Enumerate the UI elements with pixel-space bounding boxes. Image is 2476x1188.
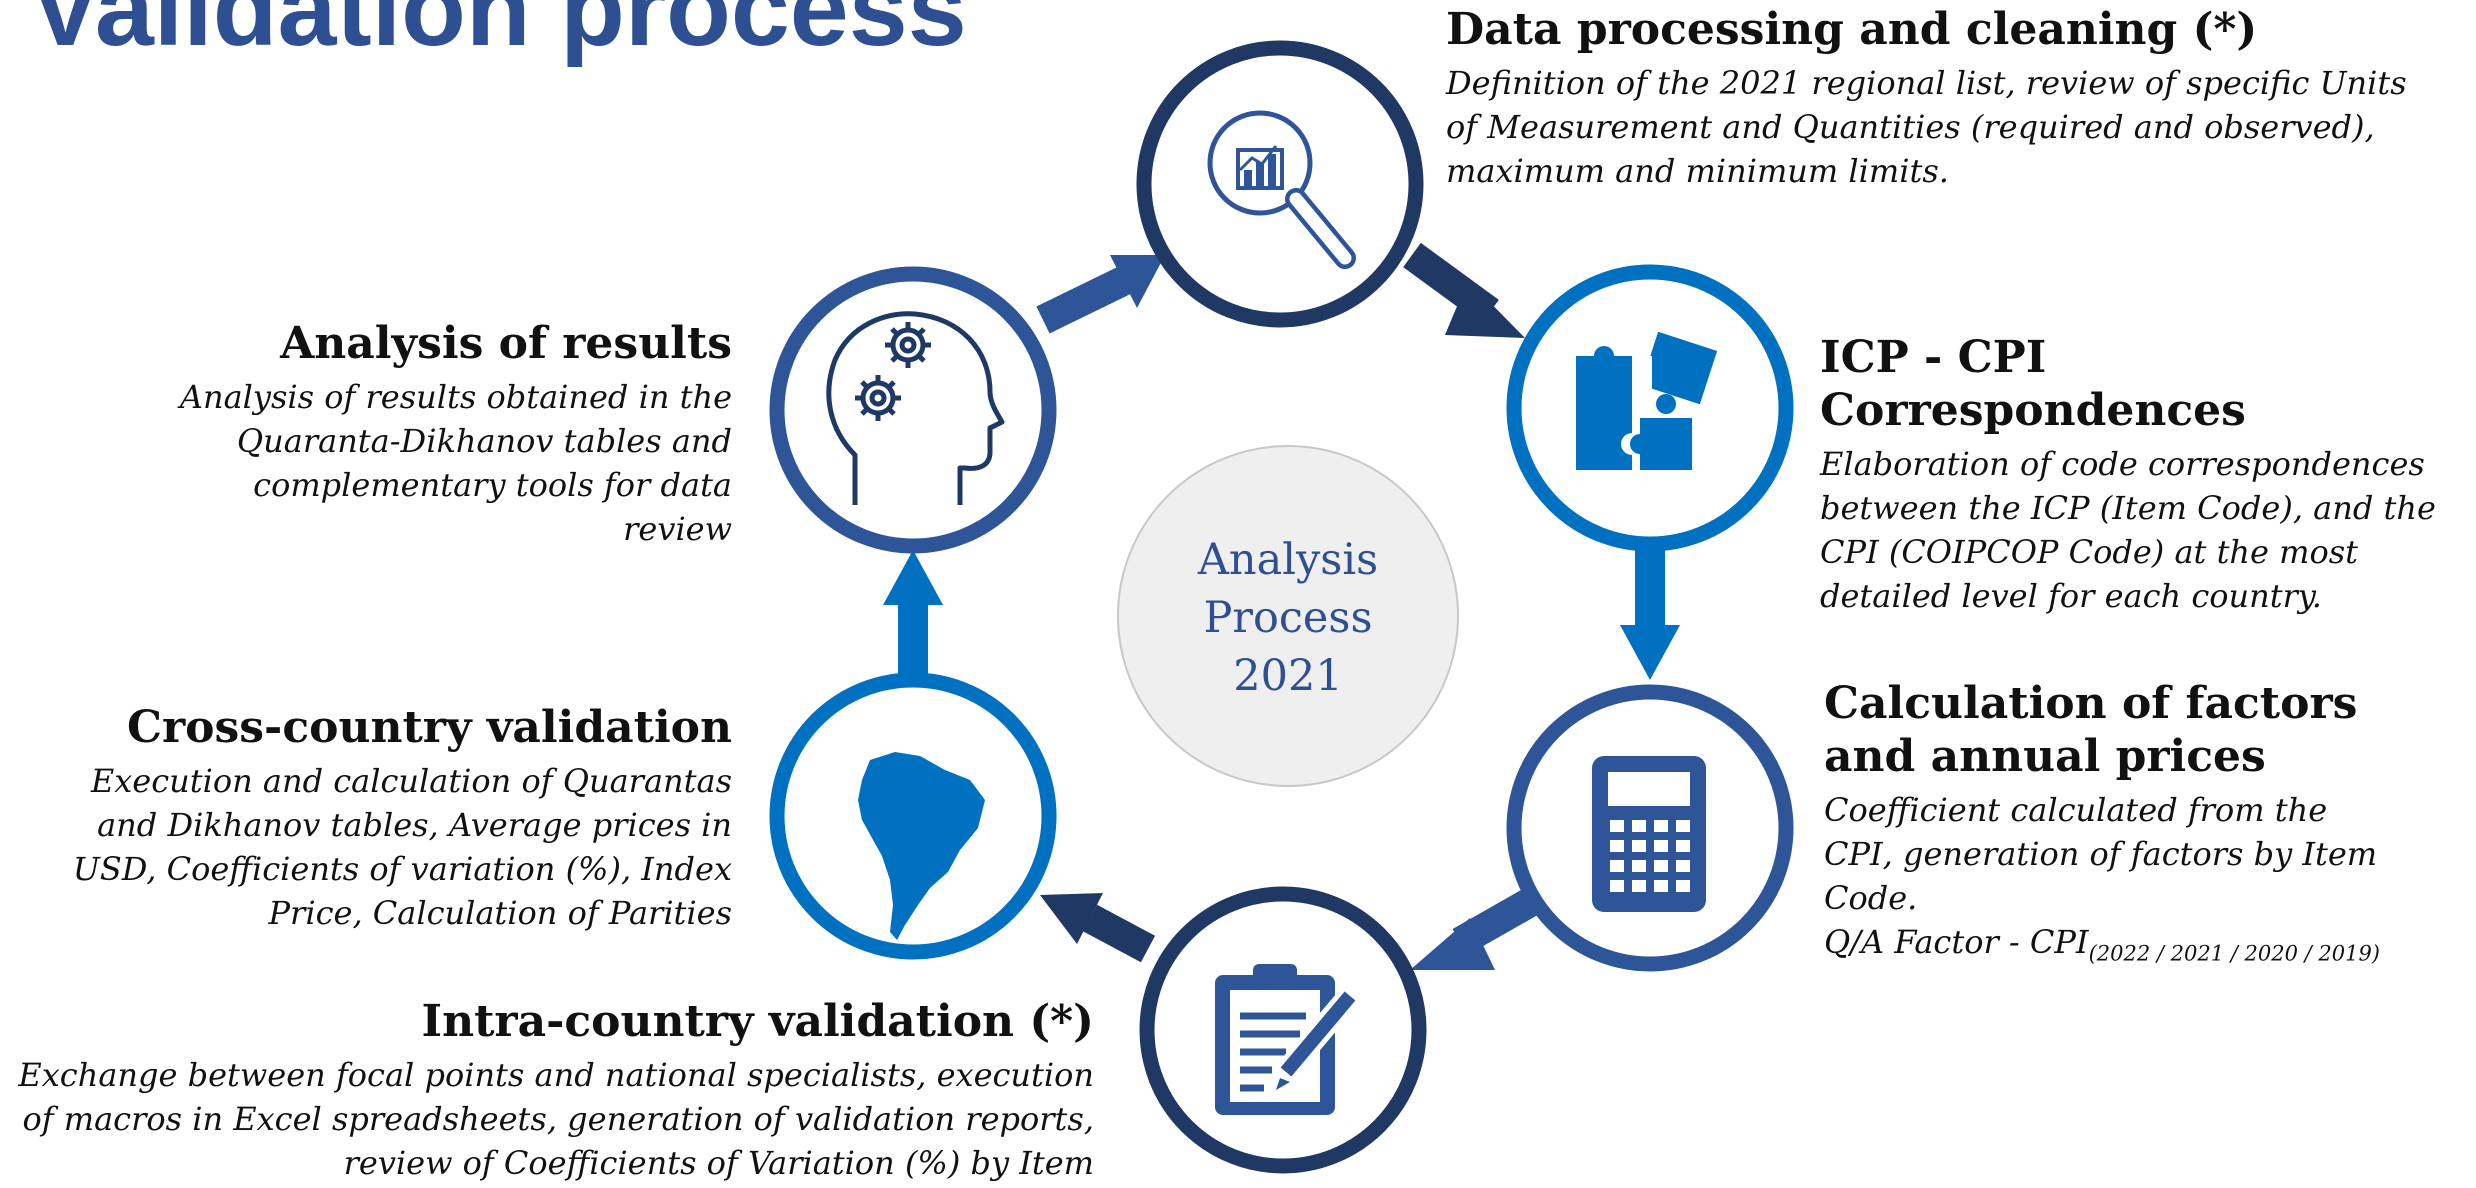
step-intra-country: Intra-country validation (*) Exchange be…: [4, 996, 1094, 1185]
calculator-icon: [1592, 756, 1706, 912]
step-cross-country: Cross-country validation Execution and c…: [52, 702, 732, 935]
step-analysis: Analysis of results Analysis of results …: [152, 318, 732, 551]
center-label-line3: 2021: [1233, 651, 1343, 702]
arrow-data-processing-to-icp: [1403, 242, 1525, 338]
arrow-factors-to-intra: [1410, 887, 1540, 970]
center-label: Analysis Process 2021: [1115, 448, 1461, 788]
step-description: Definition of the 2021 regional list, re…: [1446, 63, 2407, 191]
page-title: Validation process: [30, 0, 967, 68]
center-circle: [1117, 445, 1459, 787]
south-america-map-icon: [858, 752, 985, 940]
step-title: Cross-country validation: [126, 702, 732, 753]
arrow-analysis-to-data-processing: [1036, 255, 1165, 334]
center-label-line2: Process: [1203, 592, 1373, 643]
step-title: Analysis of results: [280, 318, 732, 369]
step-description-text: Coefficient calculated from the CPI, gen…: [1824, 790, 2378, 917]
step-icp-cpi: ICP - CPI Correspondences Elaboration of…: [1820, 332, 2470, 618]
arrow-cross-to-analysis: [883, 550, 943, 680]
clipboard-pencil-icon: [1215, 964, 1362, 1115]
arrow-icp-to-factors: [1620, 545, 1680, 680]
step-factors: Calculation of factors and annual prices…: [1824, 678, 2424, 968]
step-description: Execution and calculation of Quarantas a…: [72, 761, 732, 933]
step-data-processing: Data processing and cleaning (*) Definit…: [1446, 4, 2446, 193]
arrow-intra-to-cross: [1040, 893, 1156, 963]
step-description: Coefficient calculated from the CPI, gen…: [1824, 788, 2384, 969]
step-description: Analysis of results obtained in the Quar…: [179, 377, 732, 549]
step-title: Calculation of factors and annual prices: [1824, 678, 2358, 782]
magnifier-chart-icon: [1207, 110, 1356, 269]
step-description: Exchange between focal points and nation…: [18, 1055, 1094, 1183]
head-gears-icon: [826, 311, 1005, 505]
step-title: Data processing and cleaning (*): [1446, 4, 2258, 55]
center-label-line1: Analysis: [1197, 534, 1379, 585]
factor-formula: Q/A Factor - CPI: [1824, 923, 2089, 962]
step-description: Elaboration of code correspondences betw…: [1820, 444, 2436, 616]
factor-formula-years: (2022 / 2021 / 2020 / 2019): [2088, 941, 2380, 966]
step-title: Intra-country validation (*): [421, 996, 1094, 1047]
puzzle-icon: [1576, 331, 1718, 470]
step-title: ICP - CPI Correspondences: [1820, 332, 2246, 436]
